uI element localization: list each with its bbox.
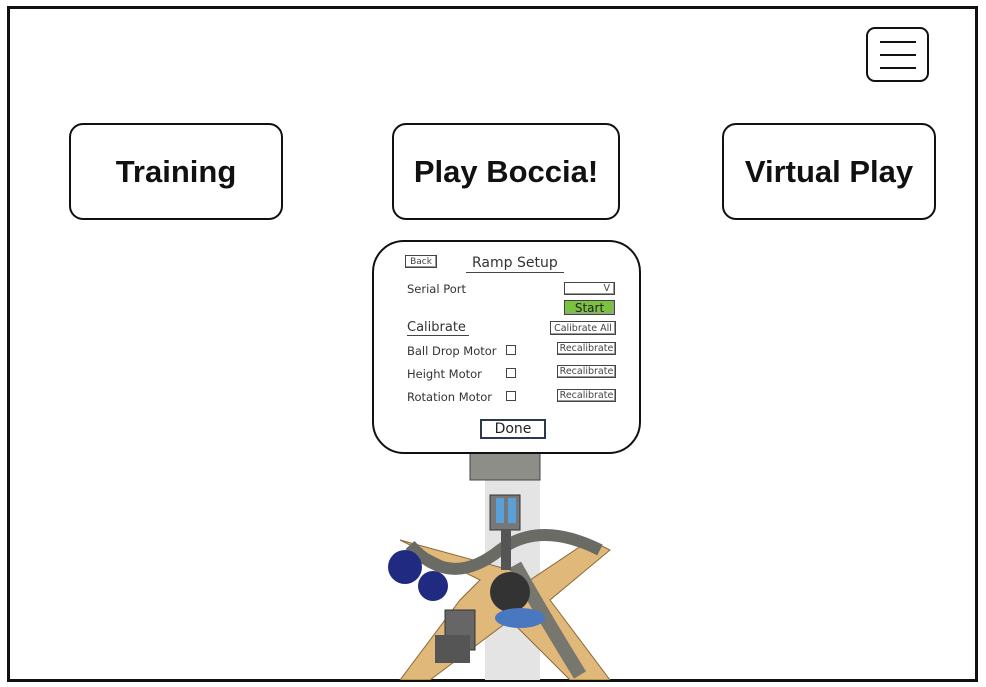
start-button[interactable]: Start — [564, 300, 615, 315]
chevron-down-icon: V — [603, 283, 611, 294]
play-boccia-button[interactable]: Play Boccia! — [392, 123, 620, 220]
done-button[interactable]: Done — [480, 419, 546, 439]
motor-label: Height Motor — [407, 367, 482, 381]
dialog-title: Ramp Setup — [466, 255, 564, 273]
recalibrate-button[interactable]: Recalibrate — [557, 389, 616, 402]
app-frame — [7, 6, 978, 682]
serial-port-dropdown[interactable]: V — [564, 282, 615, 295]
recalibrate-button[interactable]: Recalibrate — [557, 342, 616, 355]
height-checkbox[interactable] — [506, 368, 516, 378]
motor-label: Ball Drop Motor — [407, 344, 497, 358]
ramp-image — [388, 450, 611, 680]
virtual-play-button[interactable]: Virtual Play — [722, 123, 936, 220]
back-button[interactable]: Back — [405, 255, 437, 268]
motor-label: Rotation Motor — [407, 390, 492, 404]
menu-button[interactable] — [866, 27, 929, 82]
training-button[interactable]: Training — [69, 123, 283, 220]
ramp-setup-dialog: Back Ramp Setup Serial Port V Start Cali… — [372, 240, 641, 454]
recalibrate-button[interactable]: Recalibrate — [557, 365, 616, 378]
rotation-checkbox[interactable] — [506, 391, 516, 401]
ball-drop-checkbox[interactable] — [506, 345, 516, 355]
calibrate-heading: Calibrate — [407, 320, 469, 336]
calibrate-all-button[interactable]: Calibrate All — [550, 321, 616, 335]
serial-port-label: Serial Port — [407, 282, 466, 296]
